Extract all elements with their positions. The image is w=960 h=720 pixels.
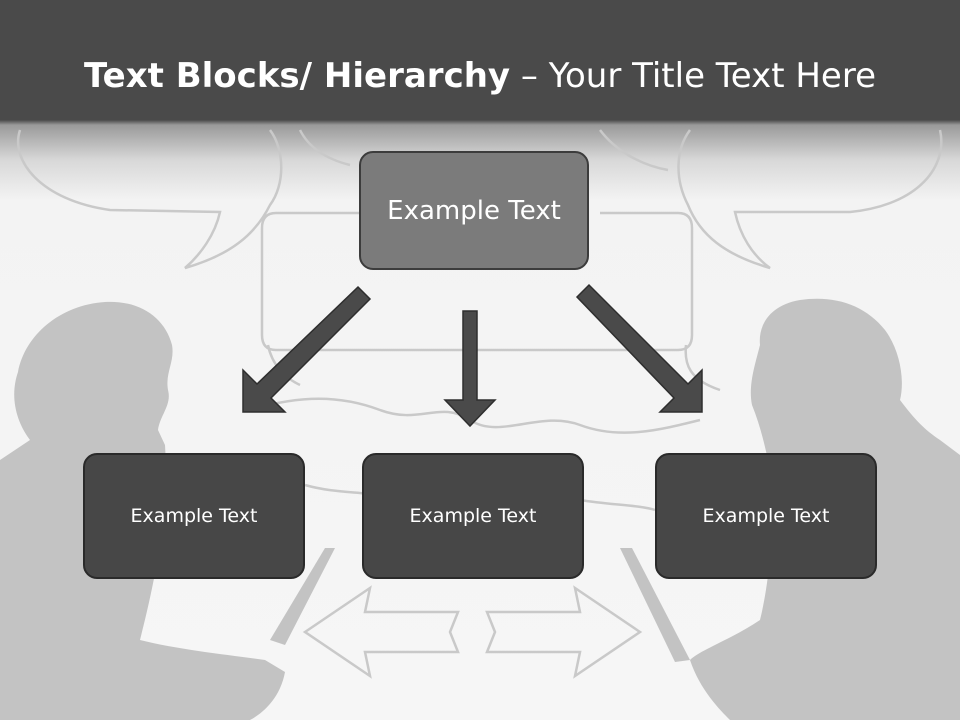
speech-bubble-mid-right-icon (599, 129, 669, 172)
exchange-arrows-icon (302, 585, 643, 679)
laptop-left-icon (270, 548, 335, 645)
child-text-block-center[interactable]: Example Text (362, 453, 584, 579)
child-text-block-label: Example Text (130, 505, 258, 527)
slide-title: Text Blocks/ Hierarchy – Your Title Text… (0, 52, 960, 100)
child-text-block-left[interactable]: Example Text (83, 453, 305, 579)
speech-bubble-mid-left-icon (298, 129, 351, 167)
speech-bubble-right-icon (677, 129, 943, 270)
title-dash: – (510, 56, 549, 96)
child-text-block-label: Example Text (702, 505, 830, 527)
title-bold-part: Text Blocks/ Hierarchy (83, 56, 511, 96)
child-text-block-label: Example Text (409, 505, 537, 527)
child-text-block-right[interactable]: Example Text (655, 453, 877, 579)
speech-bubble-left-icon (16, 129, 283, 270)
title-rest: Your Title Text Here (548, 56, 877, 96)
top-text-block-label: Example Text (387, 195, 561, 226)
laptop-right-icon (620, 548, 690, 662)
top-text-block[interactable]: Example Text (359, 151, 589, 270)
